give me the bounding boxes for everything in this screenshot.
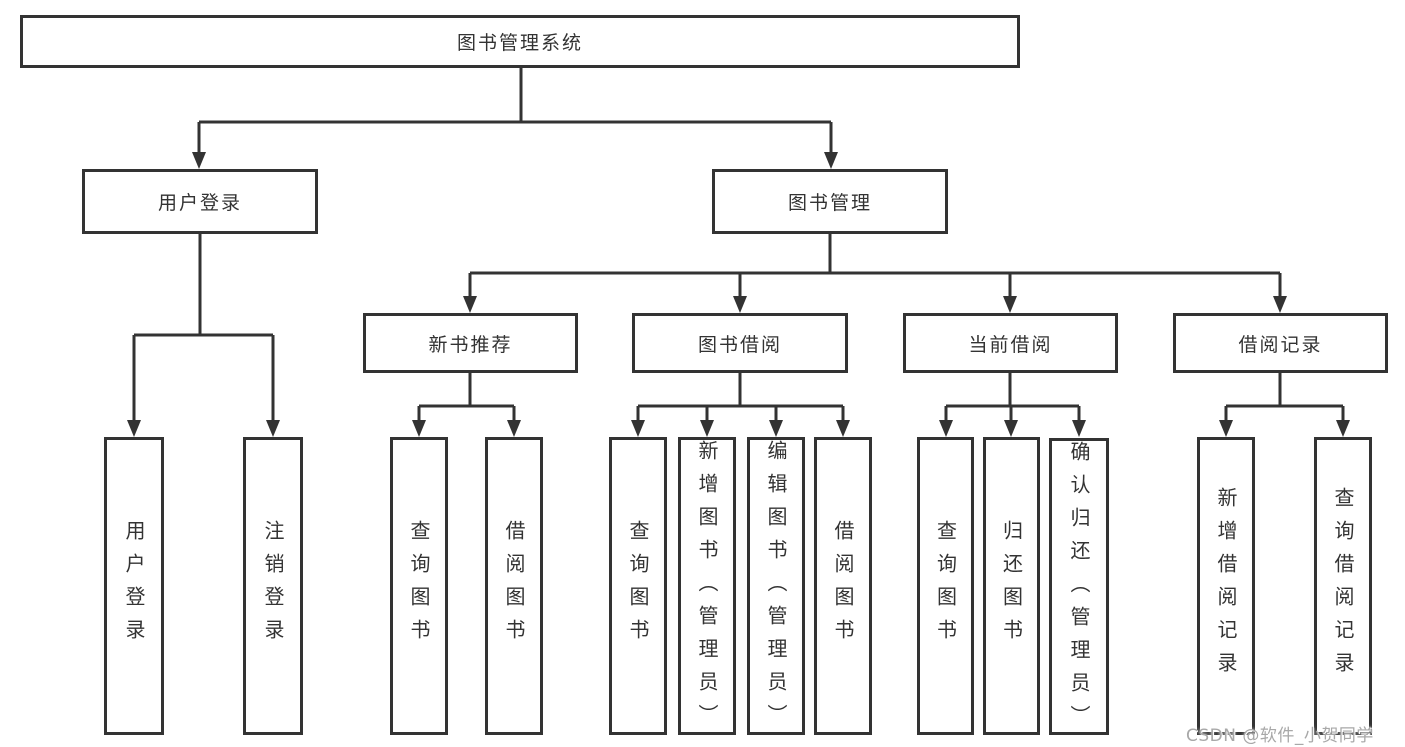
node-new-book-recommendation: 新书推荐 — [363, 313, 578, 373]
leaf-current-query-books: 查询图书 — [917, 437, 974, 735]
arrowheads — [127, 152, 1350, 437]
node-borrowing-records: 借阅记录 — [1173, 313, 1388, 373]
leaf-records-query-borrow-record: 查询借阅记录 — [1314, 437, 1372, 735]
leaf-borrowing-edit-books-admin: 编辑图书（管理员） — [747, 437, 805, 737]
leaf-user-login: 用户登录 — [104, 437, 164, 735]
node-book-borrowing: 图书借阅 — [632, 313, 848, 373]
leaf-newbook-query-books: 查询图书 — [390, 437, 448, 735]
node-current-borrowing: 当前借阅 — [903, 313, 1118, 373]
leaf-borrowing-add-books-admin: 新增图书（管理员） — [678, 437, 736, 737]
leaf-borrowing-borrow-books: 借阅图书 — [814, 437, 872, 735]
node-book-management: 图书管理 — [712, 169, 948, 234]
node-library-management-system: 图书管理系统 — [20, 15, 1020, 68]
leaf-logout-login: 注销登录 — [243, 437, 303, 735]
leaf-current-return-books: 归还图书 — [983, 437, 1040, 735]
leaf-current-confirm-return-admin: 确认归还（管理员） — [1049, 438, 1109, 738]
leaf-borrowing-query-books: 查询图书 — [609, 437, 667, 735]
node-user-login: 用户登录 — [82, 169, 318, 234]
leaf-newbook-borrow-books: 借阅图书 — [485, 437, 543, 735]
leaf-records-add-borrow-record: 新增借阅记录 — [1197, 437, 1255, 735]
